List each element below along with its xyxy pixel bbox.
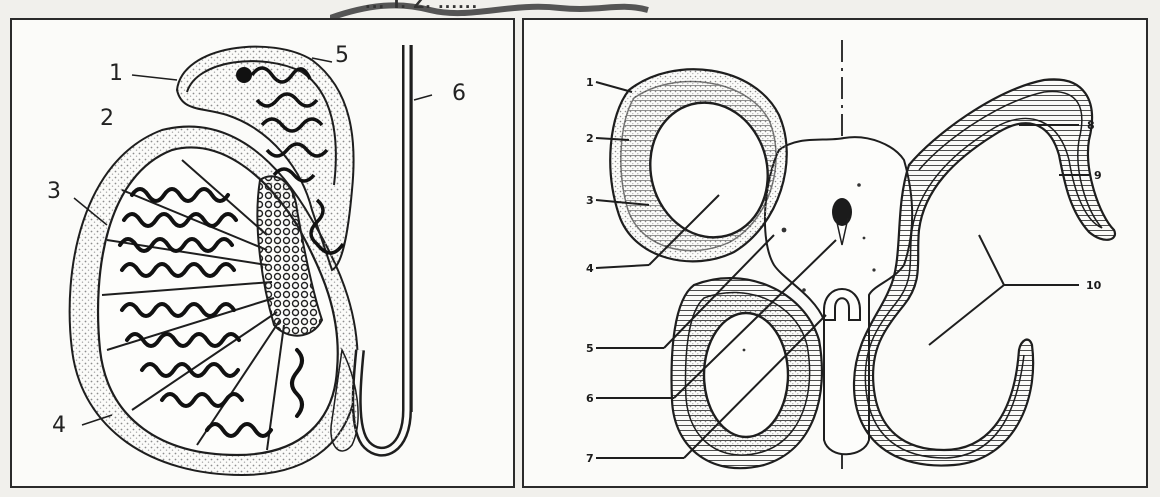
dark-structure xyxy=(832,198,852,226)
right-label-5: 5 xyxy=(586,342,594,355)
left-label-3: 3 xyxy=(47,179,61,204)
right-label-9: 9 xyxy=(1094,169,1102,182)
right-label-7: 7 xyxy=(586,452,594,465)
left-diagram-panel: 1 2 3 4 5 6 xyxy=(10,18,515,488)
right-label-2: 2 xyxy=(586,132,594,145)
left-label-5: 5 xyxy=(335,43,349,68)
testis-diagram: 1 2 3 4 5 6 xyxy=(12,20,513,486)
top-caption: ... T. Z. ...... xyxy=(365,0,478,12)
right-diagram-panel: 1 2 3 4 5 6 7 8 9 10 xyxy=(522,18,1148,488)
right-label-6: 6 xyxy=(586,392,594,405)
right-label-1: 1 xyxy=(586,76,594,89)
left-label-4: 4 xyxy=(52,413,66,438)
cross-section-diagram: 1 2 3 4 5 6 7 8 9 10 xyxy=(524,20,1146,486)
left-label-1: 1 xyxy=(109,61,123,86)
right-label-8: 8 xyxy=(1087,119,1095,132)
right-label-3: 3 xyxy=(586,194,594,207)
left-label-2: 2 xyxy=(100,106,114,131)
left-label-6: 6 xyxy=(452,81,466,106)
lower-left-lumen xyxy=(704,313,788,437)
right-label-10: 10 xyxy=(1086,279,1102,292)
right-label-4: 4 xyxy=(586,262,594,275)
vas-deferens xyxy=(357,45,407,452)
epididymis-head-coil xyxy=(236,67,252,83)
